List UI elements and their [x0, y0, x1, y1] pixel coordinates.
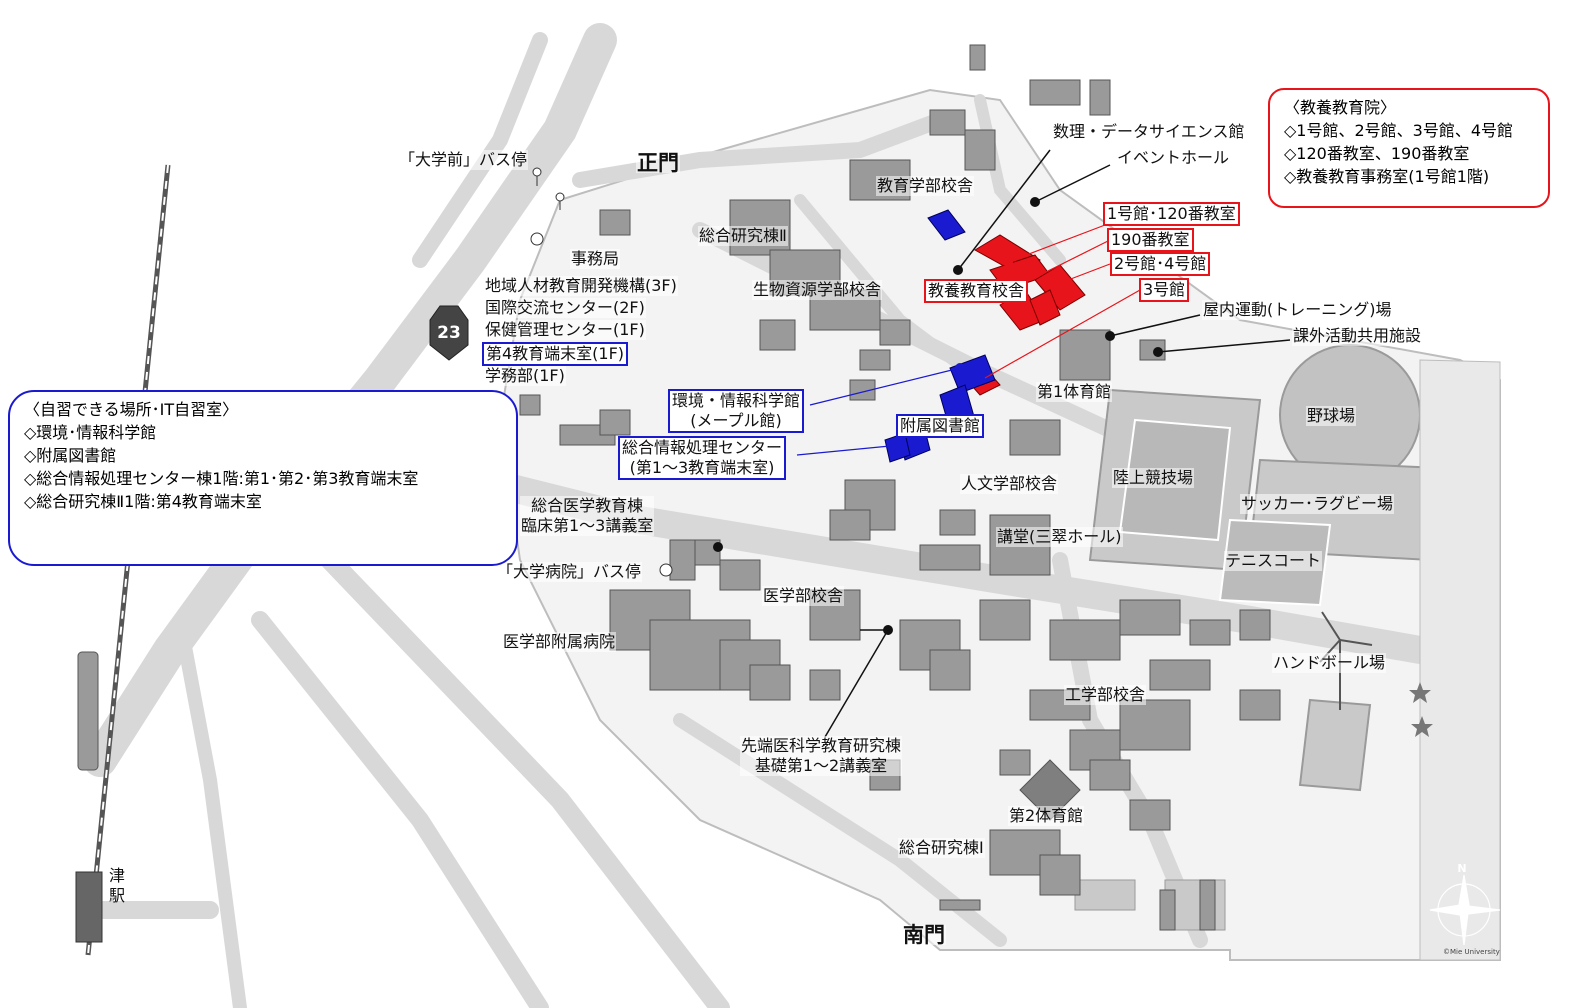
bioresources-label: 生物資源学部校舎: [752, 280, 883, 300]
station-label-1: 津: [109, 866, 126, 885]
pointer-dots: [713, 197, 1163, 635]
advanced-med-line1: 先端医科学教育研究棟: [741, 736, 902, 755]
research-bldg-2-label: 総合研究棟Ⅱ: [698, 226, 788, 246]
student-affairs-label: 学務部(1F): [484, 366, 566, 386]
leader-lines-blue: [796, 367, 961, 456]
gym-2-label: 第2体育館: [1008, 806, 1085, 826]
study-panel-title: 〈自習できる場所･IT自習室〉: [24, 400, 239, 419]
terminal-room-4-label: 第4教育端末室(1F): [482, 342, 629, 366]
env-info-label: 環境・情報科学館 (メープル館): [668, 389, 805, 433]
library-label: 附属図書館: [896, 414, 985, 438]
railway: [75, 164, 171, 956]
kyoyo-panel-item: ◇1号館、2号館、3号館、4号館: [1284, 121, 1514, 140]
education-faculty-label: 教育学部校舎: [876, 176, 975, 196]
research-bldg-1-label: 総合研究棟Ⅰ: [898, 838, 985, 858]
regional-hr-label: 地域人材教育開発機構(3F): [484, 276, 678, 296]
auditorium-label: 講堂(三翠ホール): [996, 527, 1123, 547]
east-boundary: [1419, 359, 1501, 961]
event-hall-label: イベントホール: [1116, 148, 1231, 168]
info-center-label: 総合情報処理センター (第1～3教育端末室): [618, 436, 787, 480]
medicine-faculty-label: 医学部校舎: [762, 586, 845, 606]
route-23-shield: 23: [429, 305, 469, 361]
kyoyo-panel: 〈教養教育院〉 ◇1号館、2号館、3号館、4号館 ◇120番教室、190番教室 …: [1268, 88, 1550, 208]
intl-exchange-label: 国際交流センター(2F): [484, 298, 646, 318]
buildings: [519, 44, 1281, 931]
bldg-3-label: 3号館: [1139, 278, 1190, 302]
admin-office-label: 事務局: [570, 249, 621, 269]
bldg-1-120-label: 1号館･120番教室: [1103, 202, 1240, 226]
gym-1-label: 第1体育館: [1036, 382, 1113, 402]
route-number: 23: [437, 323, 461, 343]
copyright: ©Mie University: [1443, 948, 1500, 956]
kyoyo-panel-item: ◇120番教室、190番教室: [1284, 144, 1470, 163]
advanced-med-label: 先端医科学教育研究棟 基礎第1～2講義室: [740, 736, 903, 776]
compass-n: N: [1457, 862, 1466, 875]
athletics-label: 陸上競技場: [1112, 468, 1195, 488]
room-190-label: 190番教室: [1107, 228, 1194, 252]
study-places-panel: 〈自習できる場所･IT自習室〉 ◇環境･情報科学館 ◇附属図書館 ◇総合情報処理…: [8, 390, 518, 566]
hospital-label: 医学部附属病院: [502, 632, 617, 652]
compass-rose-icon: [1429, 874, 1501, 946]
handball-label: ハンドボール場: [1272, 653, 1387, 673]
bus-stop-hospital-label: 「大学病院」バス停: [496, 562, 643, 582]
med-edu-line1: 総合医学教育棟: [531, 496, 644, 515]
kyoyo-bldg-label: 教養教育校舎: [924, 279, 1029, 303]
env-info-line2: (メープル館): [690, 411, 782, 430]
bus-stop-icons: [530, 167, 673, 577]
pointer-dots-blue: [955, 363, 965, 373]
club-facility-label: 課外活動共用施設: [1292, 326, 1423, 346]
study-panel-item: ◇総合研究棟Ⅱ1階:第4教育端末室: [24, 492, 262, 511]
advanced-med-line2: 基礎第1～2講義室: [754, 756, 888, 775]
soccer-rugby-label: サッカー･ラグビー場: [1240, 494, 1395, 514]
station-label-2: 駅: [109, 886, 126, 905]
humanities-label: 人文学部校舎: [960, 474, 1059, 494]
health-center-label: 保健管理センター(1F): [484, 320, 646, 340]
kyoyo-panel-item: ◇教養教育事務室(1号館1階): [1284, 167, 1490, 186]
info-center-line1: 総合情報処理センター: [622, 438, 783, 457]
bldg-2-4-label: 2号館･4号館: [1110, 252, 1211, 276]
data-science-label: 数理・データサイエンス館: [1052, 122, 1246, 142]
med-edu-line2: 臨床第1～3講義室: [521, 516, 654, 535]
star-icons: [1409, 682, 1433, 737]
info-center-line2: (第1～3教育端末室): [629, 458, 775, 477]
med-edu-label: 総合医学教育棟 臨床第1～3講義室: [520, 496, 655, 536]
env-info-line1: 環境・情報科学館: [672, 391, 801, 410]
south-gate-label: 南門: [902, 923, 946, 947]
study-panel-item: ◇附属図書館: [24, 446, 117, 465]
leader-lines-red: [984, 224, 1141, 379]
bus-stop-front-label: 「大学前」バス停: [398, 150, 529, 170]
engineering-label: 工学部校舎: [1064, 685, 1147, 705]
study-panel-item: ◇環境･情報科学館: [24, 423, 157, 442]
north-gate-label: 正門: [636, 151, 680, 175]
study-panel-item: ◇総合情報処理センター棟1階:第1･第2･第3教育端末室: [24, 469, 419, 488]
tennis-label: テニスコート: [1224, 551, 1323, 571]
indoor-sports-label: 屋内運動(トレーニング)場: [1202, 300, 1393, 320]
kyoyo-panel-title: 〈教養教育院〉: [1284, 98, 1397, 117]
baseball-label: 野球場: [1306, 406, 1357, 426]
